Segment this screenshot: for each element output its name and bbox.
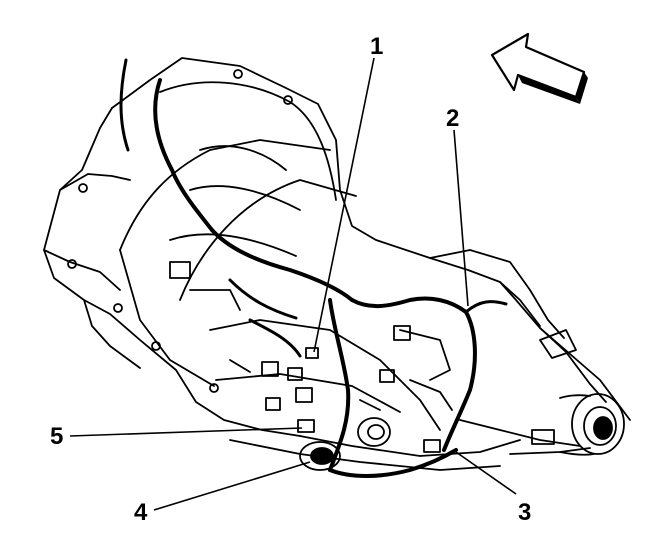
leader-line-1 — [313, 57, 375, 353]
callout-1: 1 — [370, 33, 383, 60]
front-direction-arrow-icon — [490, 32, 588, 104]
bell-housing — [111, 57, 607, 403]
leader-lines — [69, 57, 517, 511]
callout-5: 5 — [50, 423, 63, 450]
leader-line-2 — [453, 129, 469, 307]
callout-labels: 1 2 3 4 5 — [50, 33, 531, 526]
transmission-assembly — [43, 57, 631, 478]
callout-3: 3 — [518, 499, 531, 526]
callout-2: 2 — [446, 105, 459, 132]
callout-4: 4 — [134, 499, 148, 526]
leader-line-4 — [153, 461, 311, 511]
leader-line-5 — [69, 427, 303, 437]
leader-line-3 — [455, 451, 517, 495]
